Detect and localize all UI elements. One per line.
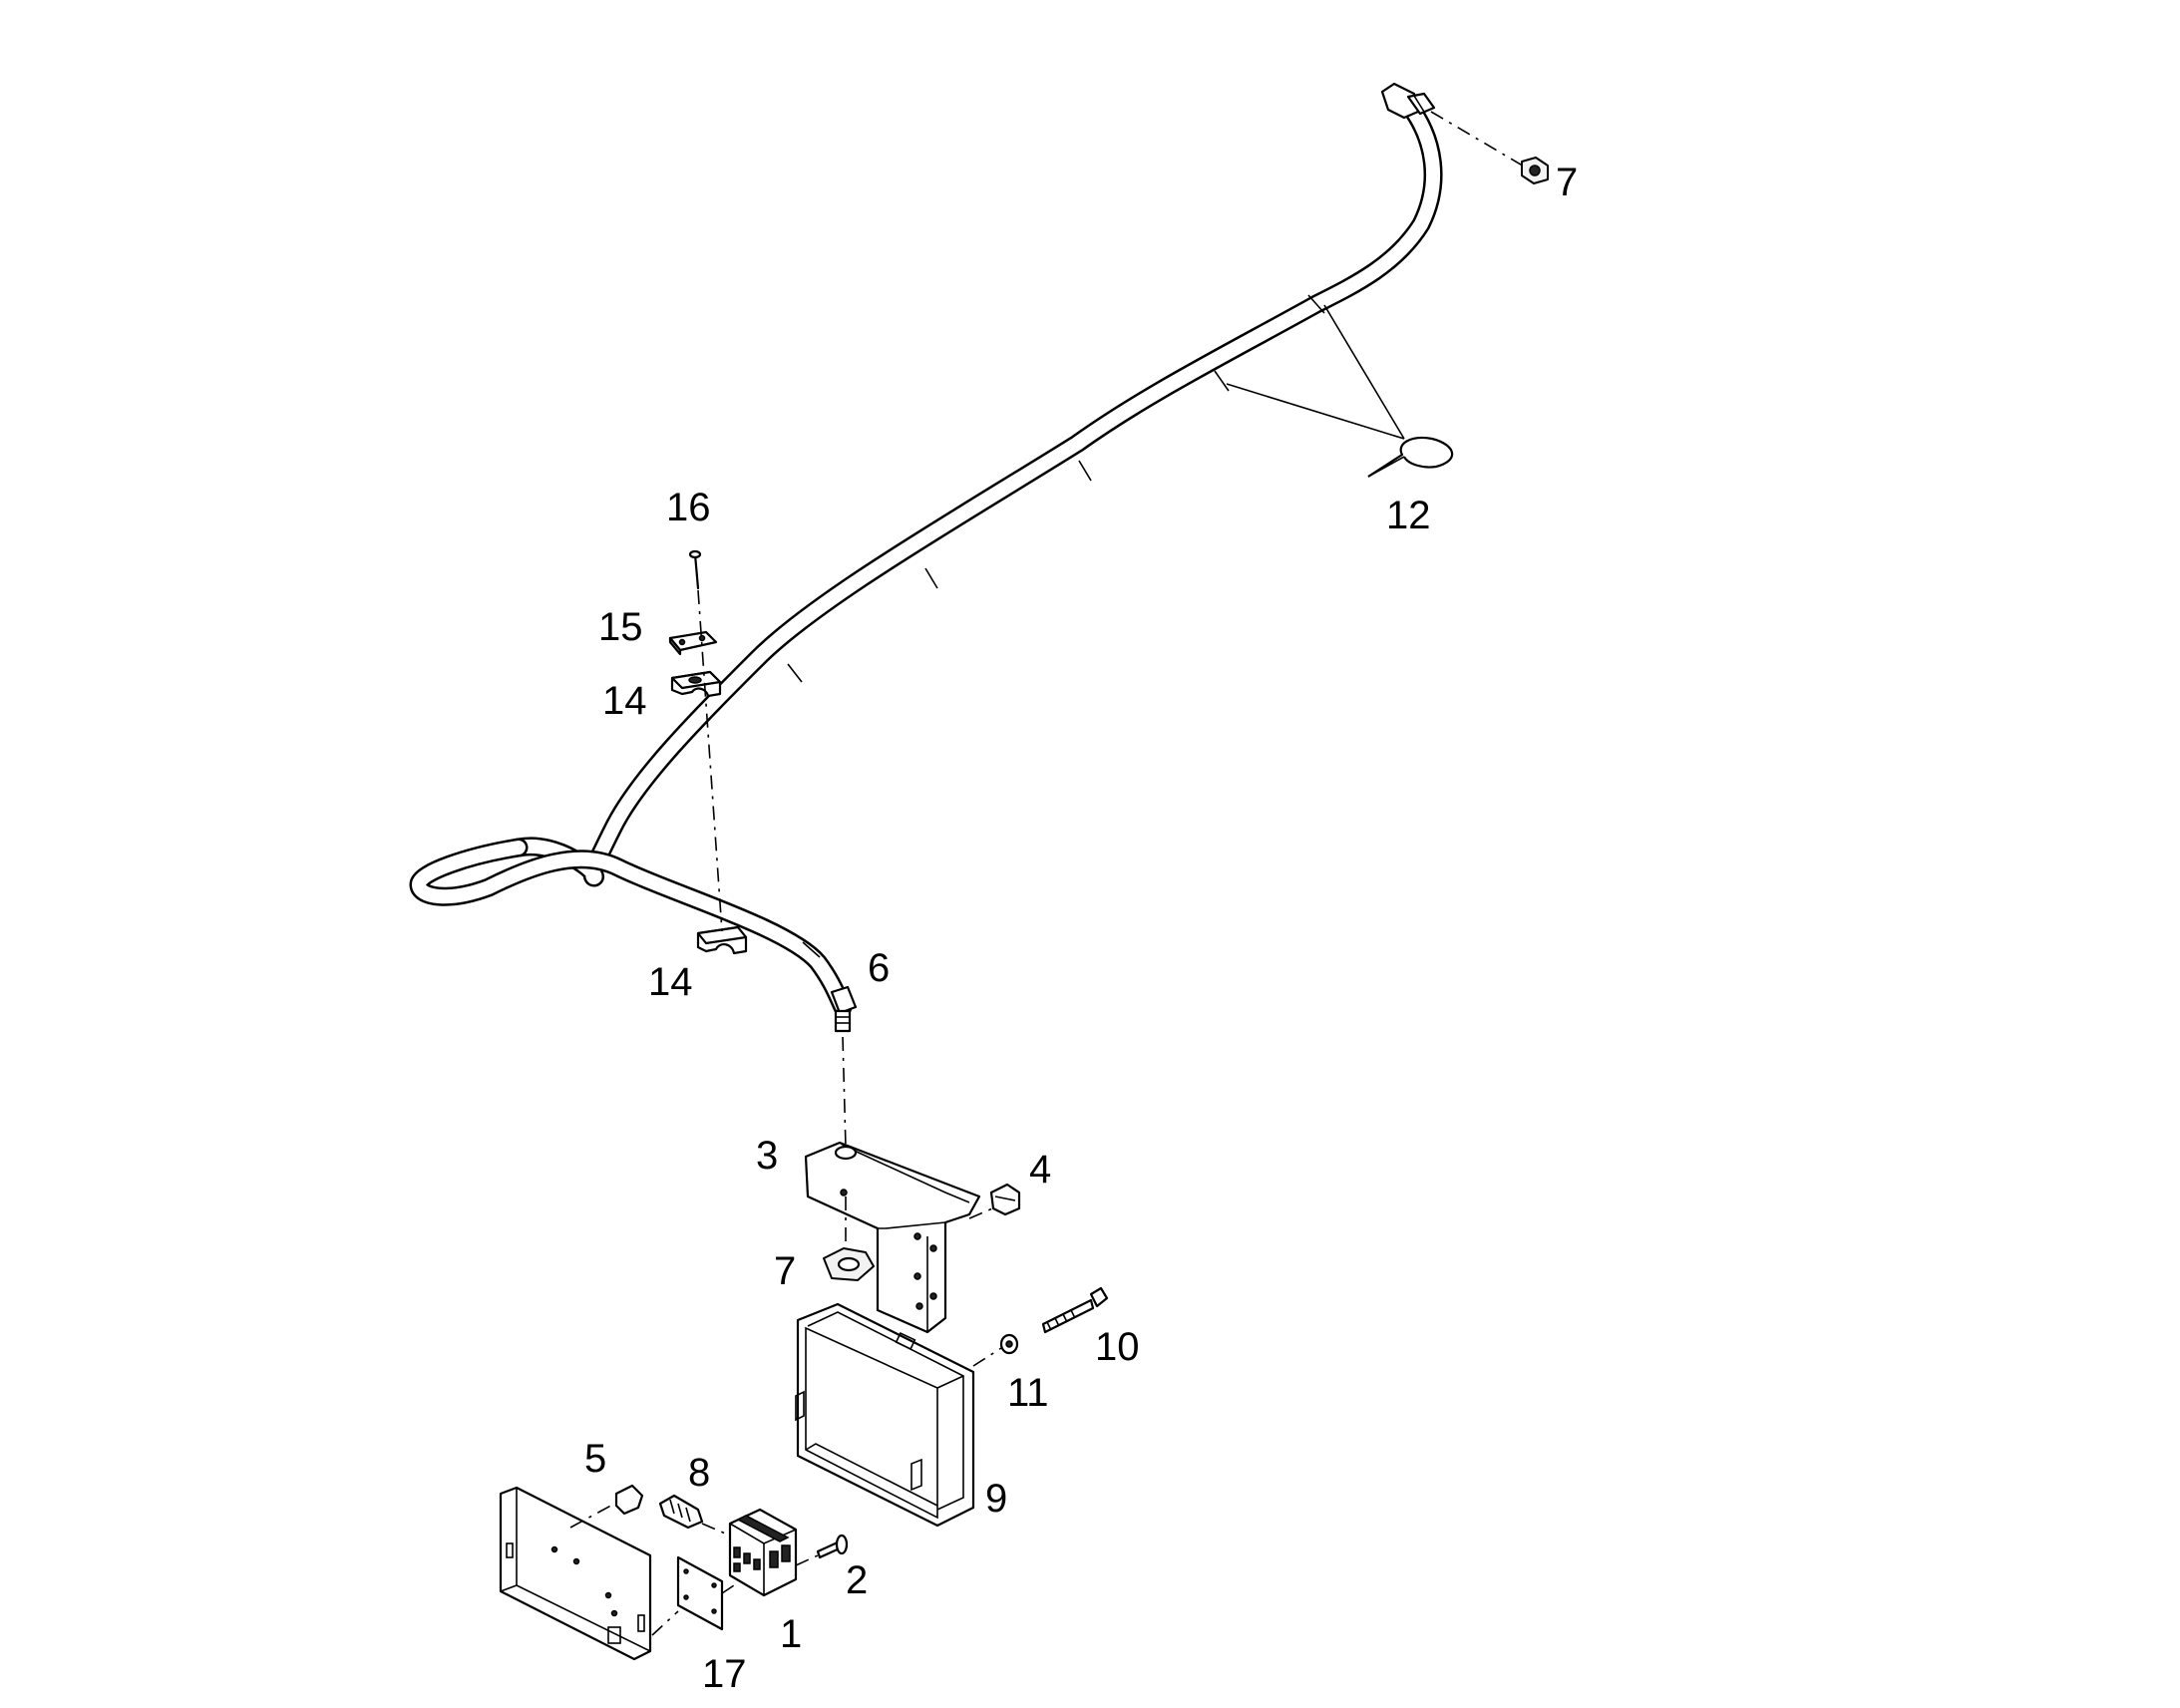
callout-7-top: 7 — [1556, 161, 1578, 204]
callout-5: 5 — [584, 1437, 606, 1481]
hose-upper-fitting — [1380, 82, 1436, 120]
callout-7-middle: 7 — [774, 1249, 796, 1293]
callout-4: 4 — [1029, 1148, 1051, 1192]
base-plate — [499, 1486, 652, 1661]
callout-10: 10 — [1095, 1325, 1140, 1369]
callout-15: 15 — [598, 605, 643, 649]
washer-and-bolt — [972, 1286, 1109, 1367]
callout-8: 8 — [688, 1451, 710, 1495]
callout-14-upper: 14 — [602, 679, 647, 723]
hose-assembly — [409, 82, 1443, 1033]
callout-12: 12 — [1386, 494, 1431, 537]
cable-tie — [1226, 304, 1454, 478]
gasket — [651, 1555, 735, 1636]
mounting-bracket — [804, 1141, 981, 1334]
callout-6: 6 — [868, 946, 890, 990]
screw — [795, 1534, 849, 1566]
callout-11: 11 — [1007, 1371, 1049, 1415]
hex-nut-middle — [823, 1196, 875, 1281]
callout-17: 17 — [702, 1652, 747, 1696]
callout-3: 3 — [756, 1134, 778, 1178]
relay-block — [701, 1508, 798, 1597]
callout-14-lower: 14 — [648, 960, 693, 1004]
callout-16: 16 — [666, 486, 711, 529]
plug-fitting — [569, 1484, 644, 1529]
callout-2: 2 — [846, 1558, 868, 1602]
callout-9: 9 — [985, 1477, 1007, 1521]
callout-1: 1 — [780, 1612, 802, 1656]
adapter-fitting — [968, 1183, 1021, 1219]
connector — [658, 1494, 704, 1530]
hex-nut-top — [1521, 157, 1549, 184]
cover-housing — [795, 1302, 975, 1528]
hose-lower-fitting — [830, 985, 858, 1033]
clamp-assembly — [668, 549, 748, 955]
